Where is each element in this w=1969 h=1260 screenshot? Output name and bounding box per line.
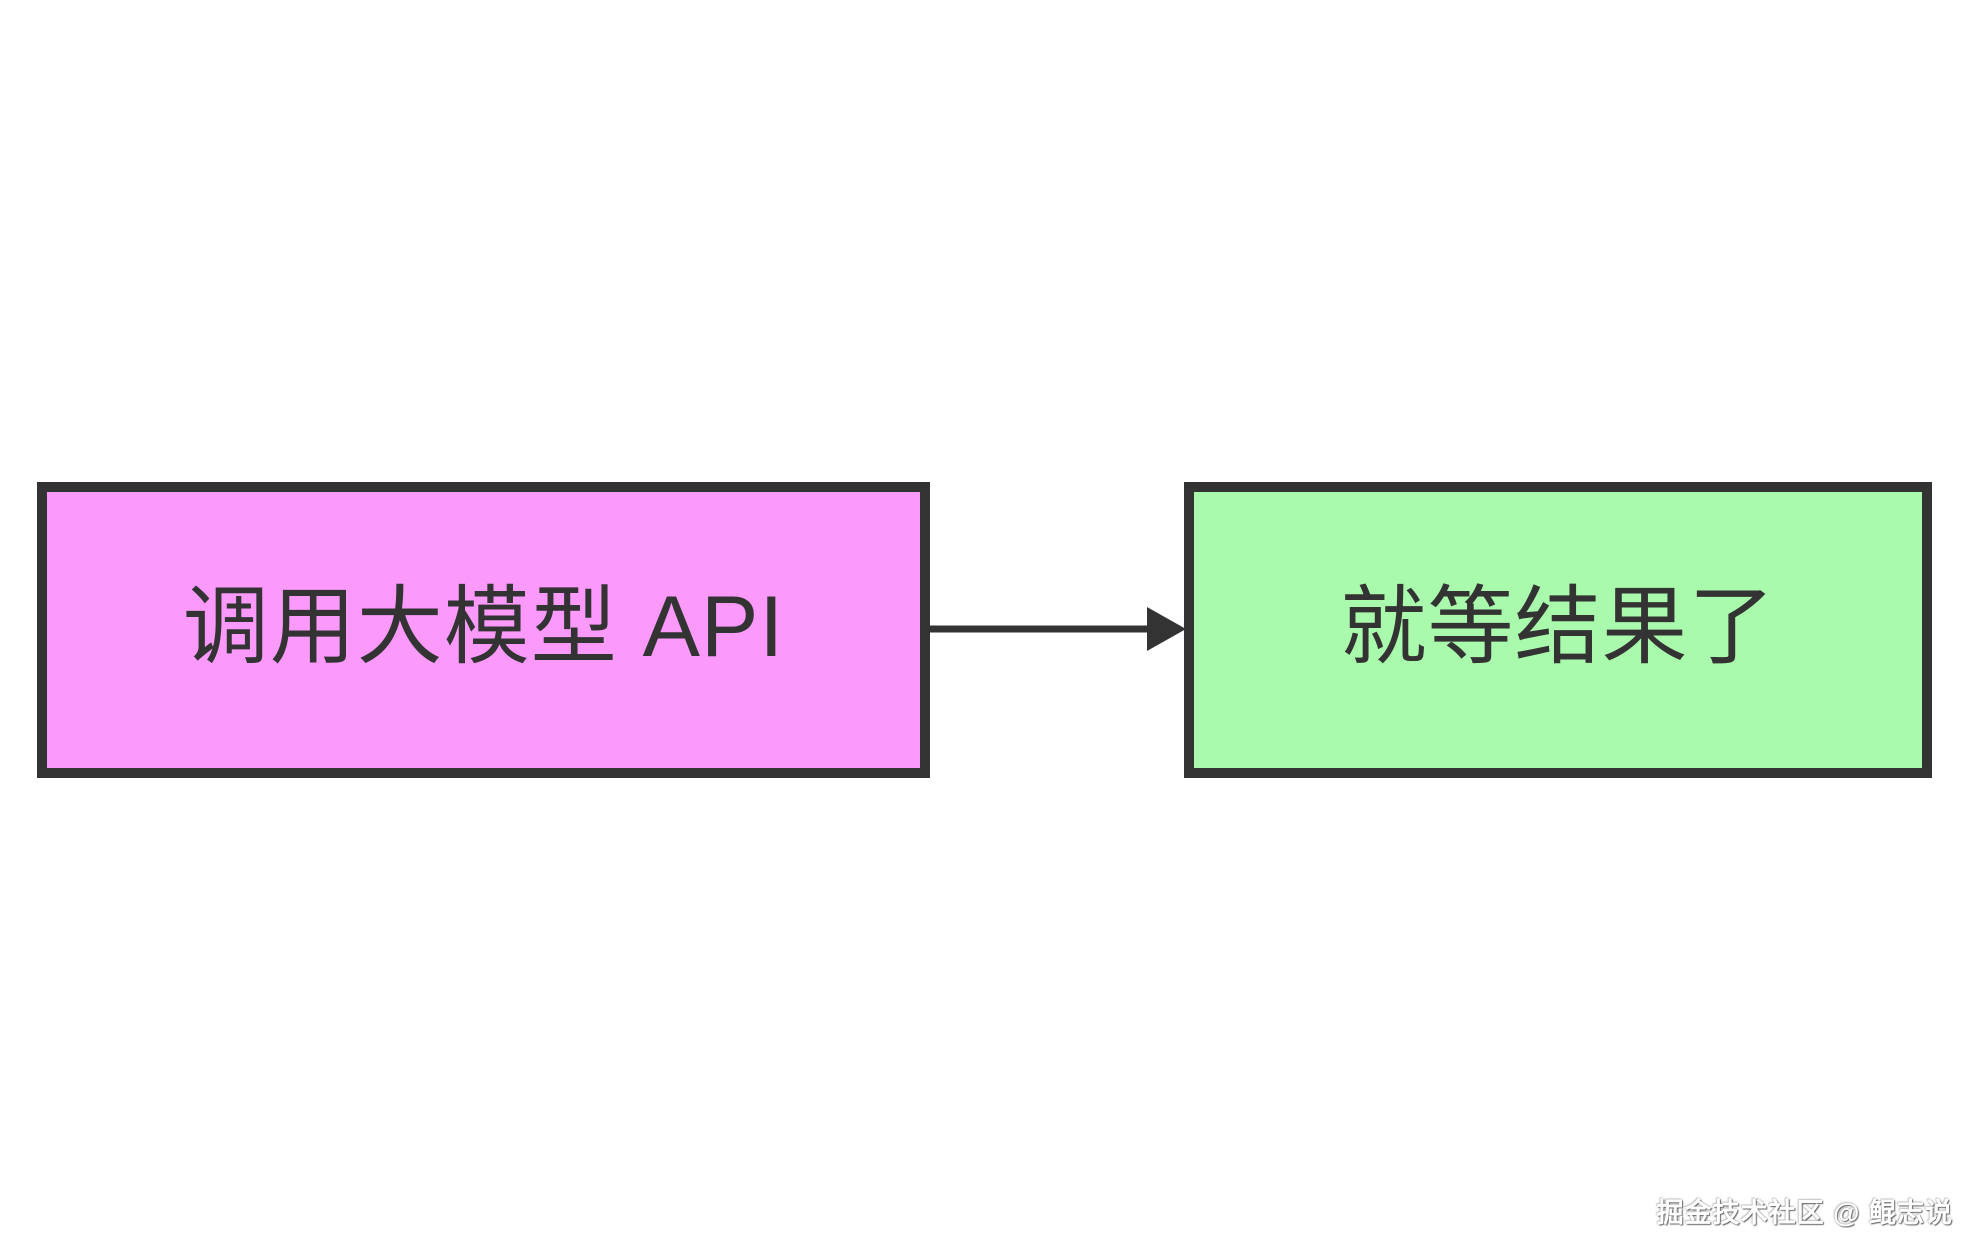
node-wait-result: 就等结果了 xyxy=(1184,482,1932,778)
node-wait-result-label: 就等结果了 xyxy=(1340,579,1776,675)
node-call-api: 调用大模型 API xyxy=(37,482,930,778)
arrowhead-icon xyxy=(1147,607,1186,651)
flow-arrow xyxy=(928,595,1188,665)
watermark: 掘金技术社区 @ 鲲志说 xyxy=(1656,1198,1953,1228)
node-call-api-label: 调用大模型 API xyxy=(182,579,785,675)
